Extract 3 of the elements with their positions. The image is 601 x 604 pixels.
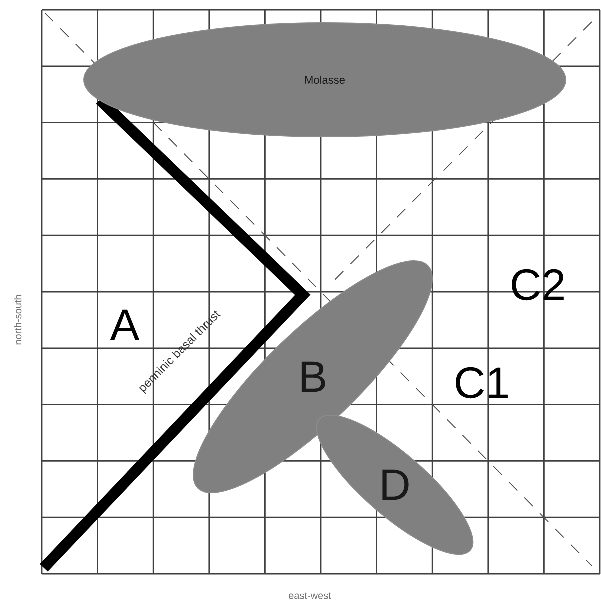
axis-label: north-south: [14, 295, 22, 345]
region-label: A: [110, 310, 140, 340]
axis-label: east-west: [289, 592, 332, 600]
